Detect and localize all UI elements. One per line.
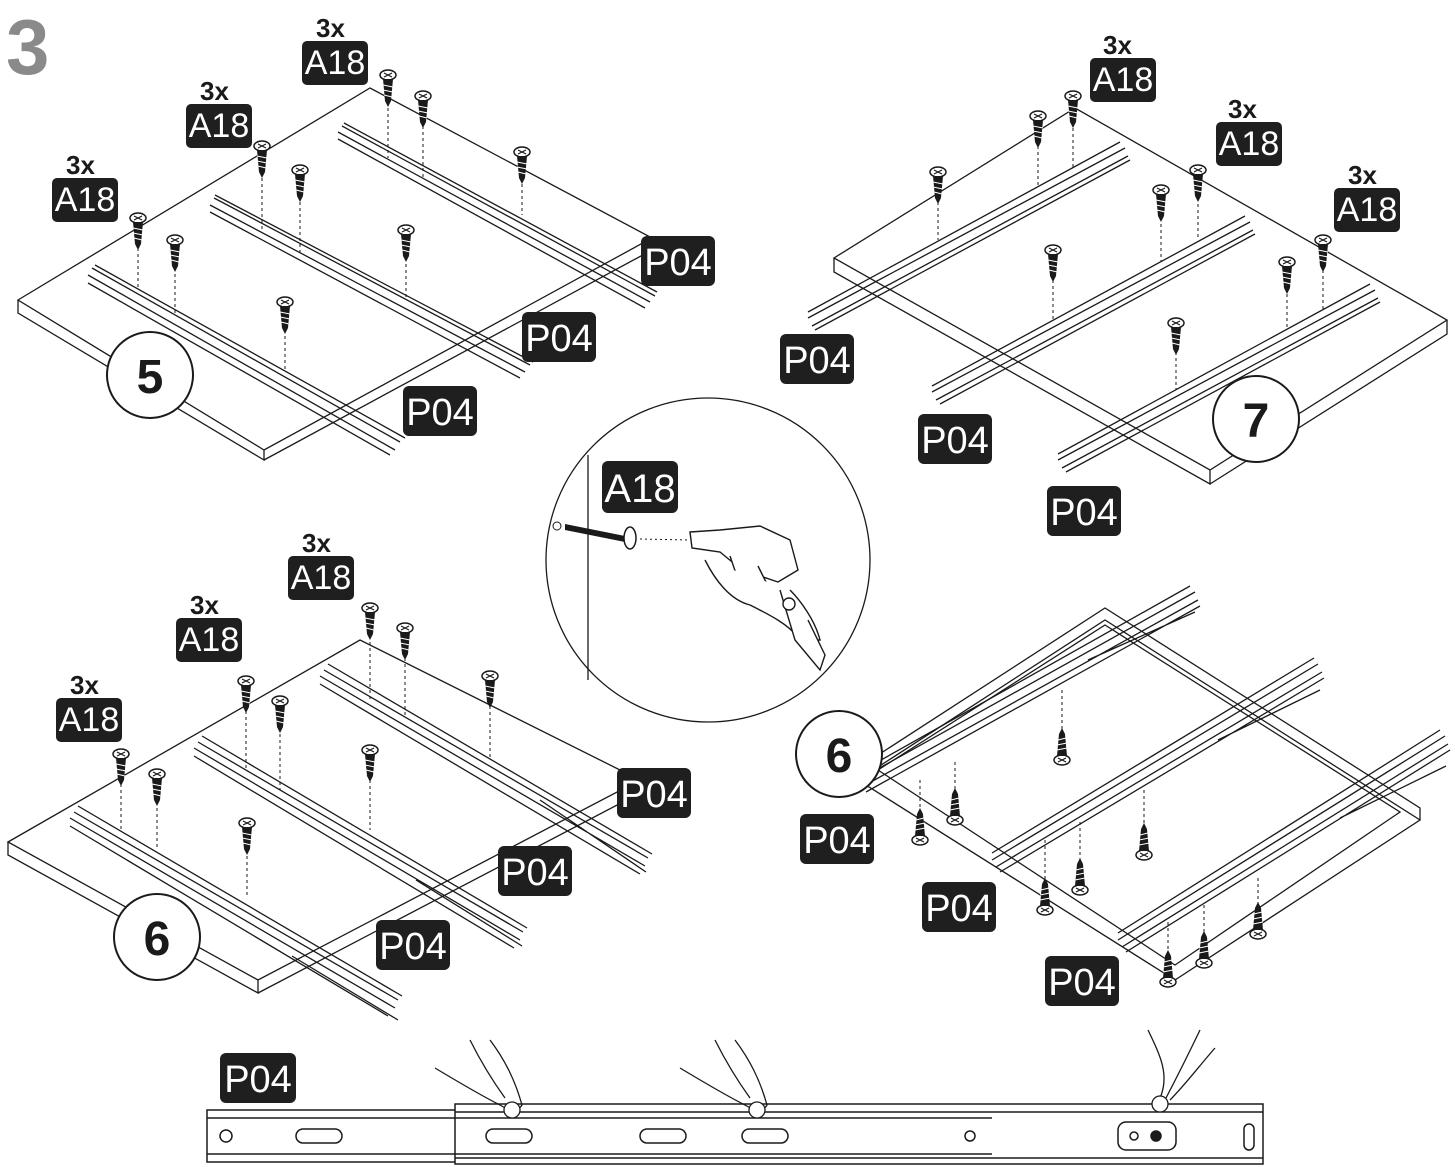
qty-label: 3x bbox=[1228, 94, 1257, 124]
screw-tag-bg bbox=[1216, 122, 1282, 166]
board bbox=[16, 87, 654, 462]
step-circle bbox=[795, 710, 883, 798]
rail-tag: P04 bbox=[925, 888, 993, 930]
step-number: 3 bbox=[6, 3, 49, 91]
screw-head bbox=[623, 526, 637, 550]
screw-tag-bg bbox=[1090, 58, 1156, 102]
qty-label: 3x bbox=[316, 13, 345, 43]
rail-tag: P04 bbox=[921, 420, 989, 462]
panel-top-left: 3x A18 3x A18 3x A18 P04 P04 P04 5 bbox=[16, 13, 715, 462]
rail-tag-bg bbox=[376, 920, 450, 970]
rail-holes bbox=[219, 1121, 1255, 1151]
rail-tag: P04 bbox=[644, 242, 712, 284]
rail-tag: P04 bbox=[1048, 962, 1116, 1004]
rail-tag-bg bbox=[498, 846, 572, 896]
hand-icon bbox=[679, 1039, 768, 1119]
step-circle-number: 6 bbox=[826, 730, 853, 783]
screw-tag-bg bbox=[186, 104, 252, 148]
screw-tag-bg bbox=[52, 178, 118, 222]
rail-tag: P04 bbox=[803, 820, 871, 862]
screw-tag: A18 bbox=[1337, 191, 1398, 229]
step-circle bbox=[106, 331, 194, 419]
hand-icon bbox=[1147, 1029, 1216, 1113]
panel-top-right: 3x A18 3x A18 3x A18 P04 P04 P04 7 bbox=[780, 30, 1449, 536]
screw-tag-bg bbox=[1334, 188, 1400, 232]
step-circle bbox=[1212, 375, 1300, 463]
screw-tag-bg bbox=[602, 461, 678, 513]
step-circle-number: 6 bbox=[144, 913, 171, 966]
rail-tag-bg bbox=[1047, 486, 1121, 536]
rail-tag: P04 bbox=[783, 340, 851, 382]
panel-middle-left: 3x A18 3x A18 3x A18 P04 P04 P04 6 bbox=[6, 528, 691, 1021]
rail-tag-bg bbox=[1045, 956, 1119, 1006]
screw-tag: A18 bbox=[291, 559, 352, 597]
detail-frame bbox=[545, 397, 871, 723]
qty-label: 3x bbox=[66, 150, 95, 180]
drill-icon bbox=[689, 525, 826, 672]
board bbox=[6, 639, 642, 995]
screw-tag: A18 bbox=[189, 107, 250, 145]
detail-circle: A18 bbox=[545, 397, 871, 723]
screw-tag-bg bbox=[302, 41, 368, 85]
rail-tag: P04 bbox=[406, 392, 474, 434]
qty-label: 3x bbox=[1348, 160, 1377, 190]
rail-tag-bg bbox=[617, 768, 691, 818]
rail-tag: P04 bbox=[501, 852, 569, 894]
rail-tag-bg bbox=[403, 386, 477, 436]
screw-tag: A18 bbox=[179, 621, 240, 659]
screw-tag: A18 bbox=[1219, 125, 1280, 163]
screw-tag: A18 bbox=[59, 701, 120, 739]
rail-tag-bg bbox=[522, 312, 596, 362]
bottom-rail-detail: P04 bbox=[206, 1029, 1264, 1165]
screw-tag-bg bbox=[288, 556, 354, 600]
detail-screw-tag: A18 bbox=[604, 467, 675, 511]
screw-tag: A18 bbox=[1093, 61, 1154, 99]
rail-tag-bg bbox=[220, 1053, 296, 1103]
rail-tag-bg bbox=[918, 414, 992, 464]
qty-label: 3x bbox=[1103, 30, 1132, 60]
rail-tag: P04 bbox=[525, 318, 593, 360]
rail-tag-bg bbox=[922, 882, 996, 932]
qty-label: 3x bbox=[70, 670, 99, 700]
rail-tag: P04 bbox=[620, 774, 688, 816]
step-circle-number: 5 bbox=[137, 351, 164, 404]
rail-tag-bg bbox=[641, 236, 715, 286]
rail-tag-bg bbox=[800, 814, 874, 864]
step-circle bbox=[113, 893, 201, 981]
rail-tag: P04 bbox=[379, 926, 447, 968]
step-circle-number: 7 bbox=[1243, 395, 1270, 448]
screw-shaft bbox=[565, 524, 625, 542]
screw-tag-bg bbox=[176, 618, 242, 662]
rail-body bbox=[206, 1103, 1264, 1165]
screw-tag-bg bbox=[56, 698, 122, 742]
rail-tag: P04 bbox=[1050, 492, 1118, 534]
qty-label: 3x bbox=[302, 528, 331, 558]
hand-icon bbox=[434, 1039, 523, 1119]
panel-middle-right: P04 P04 P04 6 bbox=[795, 585, 1451, 1006]
rail-tag-bg bbox=[780, 334, 854, 384]
screw-tag: A18 bbox=[55, 181, 116, 219]
qty-label: 3x bbox=[200, 76, 229, 106]
bottom-rail-tag: P04 bbox=[224, 1059, 292, 1101]
qty-label: 3x bbox=[190, 590, 219, 620]
screw-tag: A18 bbox=[305, 44, 366, 82]
